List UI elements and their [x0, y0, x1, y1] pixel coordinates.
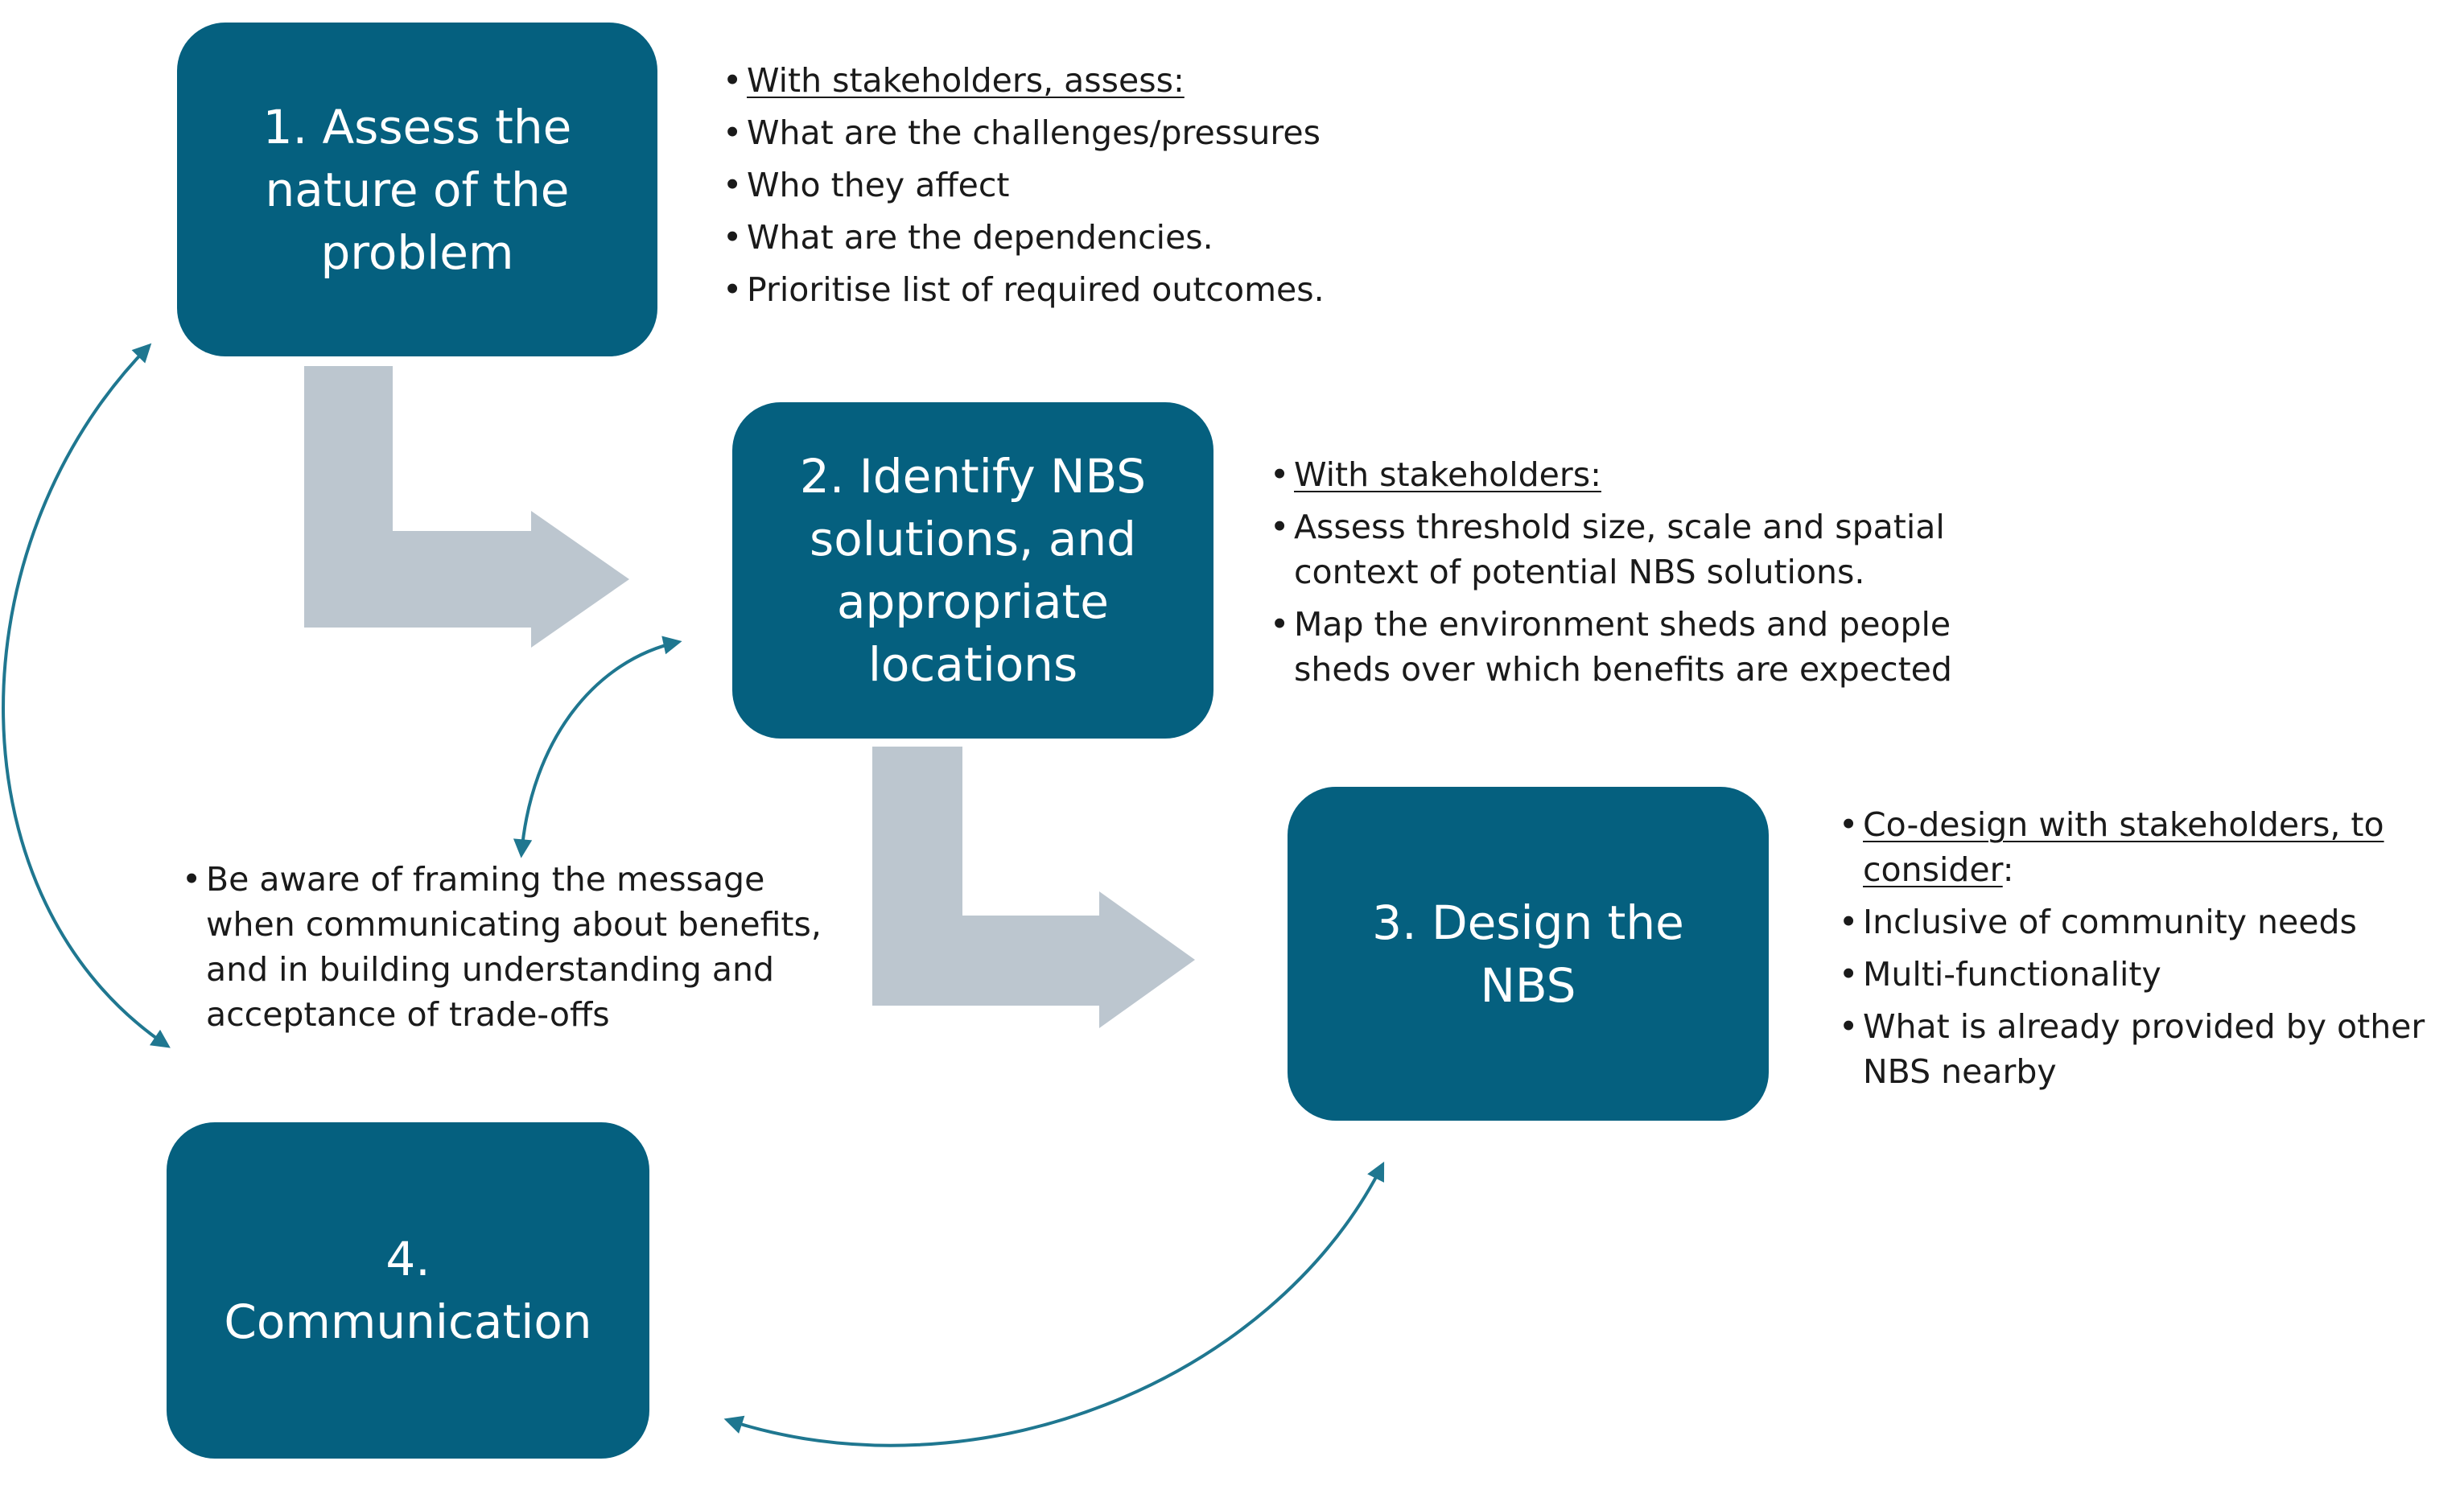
notes-identify-item: Map the environment sheds and people she… [1270, 602, 2018, 692]
notes-assess-item: Who they affect [723, 163, 1447, 208]
step-title-communication: 4. Communication [224, 1232, 592, 1349]
notes-communication-item: Be aware of framing the message when com… [182, 857, 826, 1037]
step-title-design: 3. Design the NBS [1372, 895, 1684, 1013]
notes-assess-heading: With stakeholders, assess: [723, 58, 1447, 103]
notes-identify: With stakeholders: Assess threshold size… [1270, 452, 2018, 699]
notes-identify-item: Assess threshold size, scale and spatial… [1270, 504, 2018, 595]
notes-design-item: Multi-functionality [1839, 952, 2458, 997]
flow-arrow-2-to-3 [872, 747, 1195, 1028]
notes-identify-heading: With stakeholders: [1270, 452, 2018, 497]
step-box-design: 3. Design the NBS [1288, 787, 1769, 1121]
connector-communication-assess [2, 343, 171, 1048]
connector-communication-identify [513, 636, 682, 858]
notes-communication: Be aware of framing the message when com… [182, 857, 826, 1044]
flow-arrow-1-to-2 [304, 366, 629, 648]
notes-assess-item: What are the dependencies. [723, 215, 1447, 260]
notes-assess-item: Prioritise list of required outcomes. [723, 267, 1447, 312]
step-box-assess: 1. Assess the nature of the problem [177, 23, 657, 356]
notes-design-item: What is already provided by other NBS ne… [1839, 1004, 2458, 1094]
step-title-assess: 1. Assess the nature of the problem [262, 99, 572, 280]
connector-design-communication [723, 1161, 1385, 1447]
step-box-communication: 4. Communication [167, 1122, 649, 1459]
step-box-identify: 2. Identify NBS solutions, and appropria… [732, 402, 1213, 739]
notes-design: Co-design with stakeholders, to consider… [1839, 802, 2458, 1101]
notes-design-item: Inclusive of community needs [1839, 899, 2458, 944]
step-title-identify: 2. Identify NBS solutions, and appropria… [799, 449, 1147, 692]
notes-assess-item: What are the challenges/pressures [723, 110, 1447, 155]
notes-assess: With stakeholders, assess: What are the … [723, 58, 1447, 319]
notes-design-heading: Co-design with stakeholders, to consider… [1839, 802, 2458, 892]
